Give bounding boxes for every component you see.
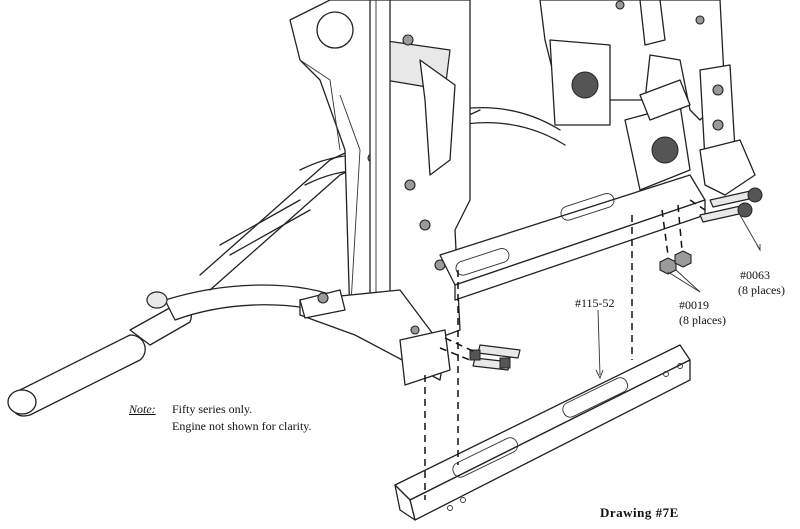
left-screws [439,337,521,371]
part-0063-label: #0063 [740,268,770,282]
note-key: Note: [129,402,156,416]
part-0019-qty: (8 places) [679,313,726,327]
note-key-text: Note: [129,402,156,416]
part-0063-qty: (8 places) [738,283,785,297]
center-spine [369,0,391,331]
note-line-2: Engine not shown for clarity. [172,419,312,433]
drawing-title: Drawing #7E [600,505,679,520]
lower-cross-channel [439,174,706,301]
tiller-handle [7,284,346,417]
left-base-foot [299,289,451,386]
part-115-52-label: #115-52 [575,296,615,310]
leader-lines [595,214,761,380]
right-screws [689,187,763,223]
alignment-lines [424,215,633,500]
right-frame-assembly [539,0,756,196]
part-0019-label: #0019 [679,298,709,312]
note-line-1: Fifty series only. [172,402,253,416]
channel-115-52 [394,344,691,521]
nuts-0019 [659,204,692,275]
